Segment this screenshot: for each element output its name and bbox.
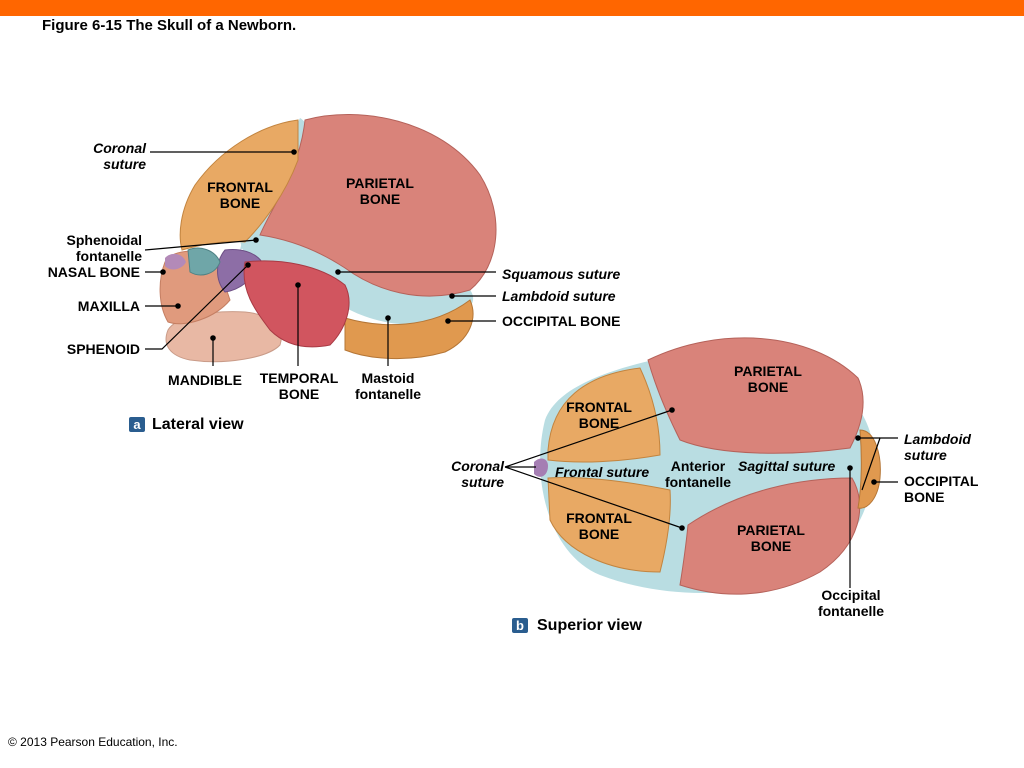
label-mandible: MANDIBLE bbox=[168, 372, 242, 388]
lateral-parietal bbox=[259, 114, 497, 297]
copyright-notice: © 2013 Pearson Education, Inc. bbox=[8, 735, 178, 749]
superior-frontal-top bbox=[547, 367, 661, 463]
label-sphenoid: SPHENOID bbox=[66, 341, 140, 357]
figure-title: Figure 6-15 The Skull of a Newborn. bbox=[42, 17, 297, 34]
superior-nasal-tip bbox=[534, 458, 548, 477]
label-maxilla: MAXILLA bbox=[77, 298, 140, 314]
header-accent-bar bbox=[0, 0, 1024, 16]
label-lambdoid-suture-lateral: Lambdoid suture bbox=[502, 288, 616, 304]
lateral-nasal bbox=[165, 253, 186, 270]
lateral-membrane bbox=[238, 233, 474, 325]
label-squamous-suture: Squamous suture bbox=[502, 266, 621, 282]
superior-leaders bbox=[504, 407, 898, 588]
lateral-temporal bbox=[243, 260, 350, 348]
superior-frontal-bottom bbox=[547, 477, 671, 573]
label-frontal-suture: Frontal suture bbox=[555, 464, 650, 480]
badge-a: a bbox=[129, 417, 145, 432]
lateral-orbit bbox=[187, 247, 221, 276]
superior-skull bbox=[534, 337, 881, 595]
view-label-superior: Superior view bbox=[537, 617, 642, 634]
label-nasal-bone: NASAL BONE bbox=[47, 264, 140, 280]
lateral-occipital bbox=[344, 299, 474, 360]
badge-b: b bbox=[512, 618, 528, 633]
view-label-lateral: Lateral view bbox=[152, 416, 244, 433]
superior-parietal-top bbox=[647, 337, 864, 454]
superior-parietal-bottom bbox=[679, 477, 861, 595]
label-occipital-bone-lateral: OCCIPITAL BONE bbox=[502, 313, 621, 329]
label-sagittal-suture: Sagittal suture bbox=[738, 458, 836, 474]
lateral-leaders bbox=[144, 149, 496, 366]
